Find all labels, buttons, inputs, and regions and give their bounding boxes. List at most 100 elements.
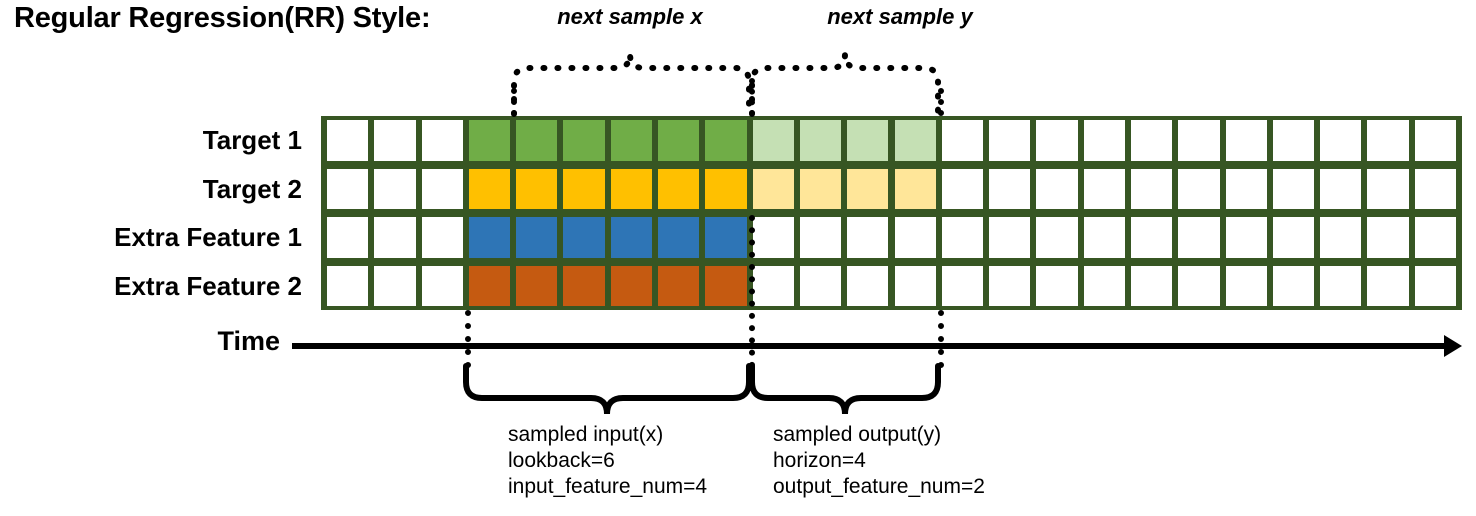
grid-cell: [1178, 120, 1220, 161]
grid-cell: [941, 265, 984, 306]
grid-cell: [799, 265, 842, 306]
grid-cell: [1178, 168, 1220, 209]
grid-cell: [1320, 168, 1362, 209]
grid-row-extra-feature-2: [321, 262, 1462, 311]
solid-brace-sampled-input: [463, 363, 752, 415]
grid-cell: [1367, 120, 1409, 161]
grid-cell: [894, 265, 936, 306]
grid-cell: [327, 168, 369, 209]
grid-cell: [610, 217, 653, 258]
grid-cell: [610, 168, 653, 209]
grid-cell: [658, 265, 700, 306]
grid-row-extra-feature-1: [321, 213, 1462, 262]
grid-cell: [1036, 265, 1078, 306]
grid-cell: [1367, 217, 1409, 258]
solid-brace-sampled-output: [749, 363, 941, 415]
grid-cell: [989, 265, 1031, 306]
grid-cell: [658, 217, 700, 258]
grid-cell: [1320, 217, 1362, 258]
grid-cell: [516, 265, 558, 306]
grid-cell: [1083, 168, 1125, 209]
grid-cell: [327, 120, 369, 161]
grid-cell: [1036, 217, 1078, 258]
grid-row-target-1: [321, 116, 1462, 165]
row-label-target-1: Target 1: [202, 125, 302, 155]
sampled-output-featnum: output_feature_num=2: [773, 475, 985, 498]
grid-cell: [894, 120, 936, 161]
guide-input-start: [511, 88, 517, 116]
annotation-sampled-input: sampled input(x) lookback=6 input_featur…: [508, 422, 707, 500]
grid-cell: [610, 265, 653, 306]
guide-input-start-mid: [465, 310, 471, 368]
grid-cell: [421, 120, 463, 161]
grid-cell: [421, 217, 463, 258]
row-label-extra-feature-1: Extra Feature 1: [114, 222, 302, 252]
grid-cell: [1272, 168, 1315, 209]
grid-cell: [705, 217, 747, 258]
grid-cell: [563, 120, 605, 161]
grid-cell: [374, 265, 416, 306]
grid-cell: [421, 265, 463, 306]
page-title: Regular Regression(RR) Style:: [14, 2, 431, 34]
grid-cell: [468, 265, 511, 306]
sampled-input-title: sampled input(x): [508, 423, 664, 446]
sampled-input-featnum: input_feature_num=4: [508, 475, 708, 498]
right-arrow-icon: [1444, 335, 1462, 357]
grid-cell: [1367, 168, 1409, 209]
grid-cell: [989, 168, 1031, 209]
grid-cell: [468, 168, 511, 209]
grid-cell: [1225, 168, 1267, 209]
grid-cell: [468, 120, 511, 161]
grid-cell: [1130, 120, 1173, 161]
grid-cell: [563, 265, 605, 306]
row-label-extra-feature-2: Extra Feature 2: [114, 270, 302, 301]
grid-cell: [516, 217, 558, 258]
annotation-next-sample-y: next sample y: [827, 4, 973, 29]
sampled-input-lookback: lookback=6: [508, 449, 615, 472]
grid-cell: [1225, 120, 1267, 161]
grid-cell: [752, 265, 794, 306]
grid-cell: [1225, 265, 1267, 306]
grid-cell: [1225, 217, 1267, 258]
grid-cell: [1414, 168, 1456, 209]
sampled-output-horizon: horizon=4: [773, 449, 866, 472]
grid-cell: [374, 217, 416, 258]
grid-cell: [1414, 217, 1456, 258]
time-axis-label: Time: [217, 326, 280, 356]
grid-cell: [1367, 265, 1409, 306]
grid-cell: [1320, 265, 1362, 306]
grid-cell: [1083, 265, 1125, 306]
grid-cell: [516, 120, 558, 161]
grid-cell: [1414, 265, 1456, 306]
grid-cell: [847, 120, 889, 161]
grid-cell: [610, 120, 653, 161]
grid-cell: [468, 217, 511, 258]
grid-cell: [847, 217, 889, 258]
grid-cell: [1320, 120, 1362, 161]
guide-input-end-mid: [749, 215, 755, 368]
grid-cell: [1178, 265, 1220, 306]
time-axis-arrow: [292, 335, 1462, 357]
annotation-next-sample-x: next sample x: [557, 4, 703, 29]
grid-cell: [752, 168, 794, 209]
grid-cell: [847, 265, 889, 306]
grid-cell: [705, 168, 747, 209]
grid-cell: [658, 168, 700, 209]
grid-cell: [941, 217, 984, 258]
grid-cell: [705, 120, 747, 161]
guide-output-end-mid: [938, 310, 944, 368]
grid-cell: [1036, 120, 1078, 161]
time-axis-shaft: [292, 343, 1447, 349]
grid-cell: [327, 217, 369, 258]
annotation-sampled-output: sampled output(y) horizon=4 output_featu…: [773, 422, 985, 500]
sampled-output-title: sampled output(y): [773, 423, 942, 446]
grid-cell: [1130, 265, 1173, 306]
dotted-brace-next-sample-y: [749, 53, 941, 117]
grid-cell: [1083, 120, 1125, 161]
grid-cell: [941, 120, 984, 161]
grid-cell: [752, 120, 794, 161]
grid-cell: [563, 217, 605, 258]
row-label-column: Target 1 Target 2 Extra Feature 1 Extra …: [0, 116, 310, 310]
grid-row-target-2: [321, 165, 1462, 214]
